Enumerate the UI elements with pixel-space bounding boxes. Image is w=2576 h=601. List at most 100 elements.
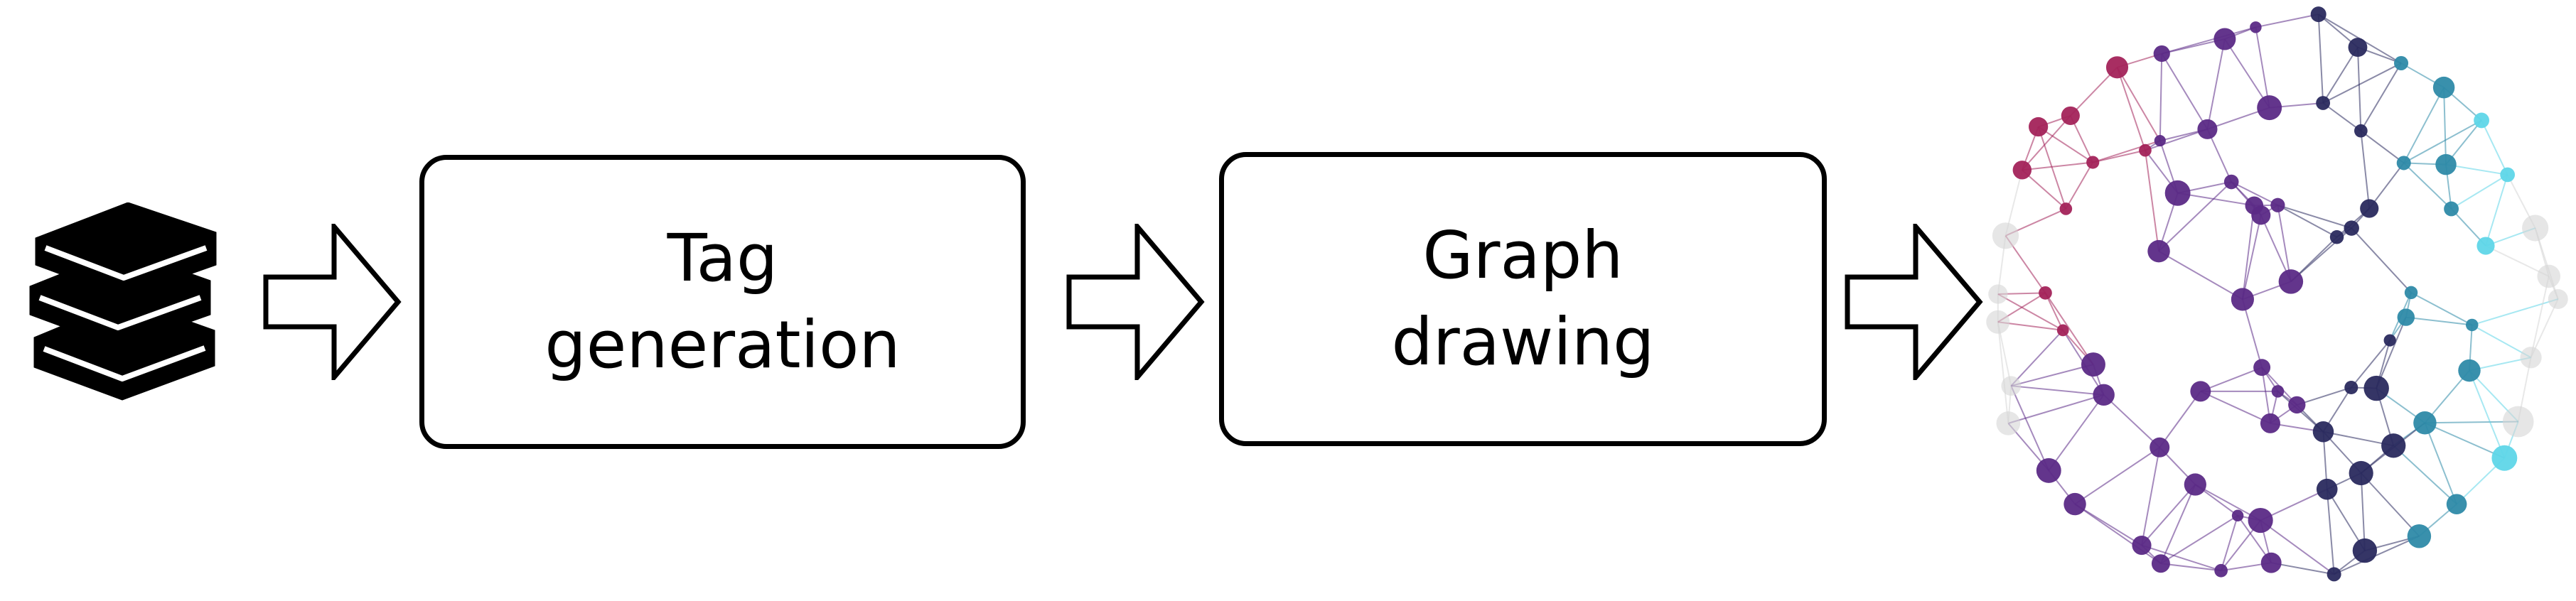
network-edge: [2142, 448, 2159, 546]
network-node: [2458, 359, 2480, 381]
network-edge: [2075, 448, 2159, 504]
network-node: [2214, 564, 2228, 578]
tag-generation-box: Tag generation: [419, 155, 1026, 449]
network-node: [2360, 199, 2378, 217]
network-node: [2250, 21, 2262, 33]
network-node: [2150, 438, 2169, 457]
network-node: [2330, 230, 2344, 244]
network-node: [2397, 156, 2411, 170]
network-node: [2152, 554, 2170, 573]
network-edge: [2411, 293, 2472, 325]
network-node: [2537, 265, 2560, 288]
network-node: [2013, 161, 2032, 179]
network-node: [2057, 324, 2069, 336]
arrow-right-icon: [1066, 224, 1208, 380]
network-edge: [2255, 14, 2318, 27]
network-node: [2061, 107, 2080, 125]
network-node: [2190, 381, 2211, 401]
network-edge: [2393, 445, 2457, 504]
network-edge: [2160, 54, 2162, 141]
network-node: [2029, 117, 2048, 136]
network-edge: [2444, 87, 2446, 164]
network-node: [2522, 215, 2548, 241]
network-edges: [1998, 14, 2558, 574]
network-edge: [2319, 14, 2323, 103]
network-node: [2413, 411, 2436, 434]
network-node: [2060, 202, 2073, 215]
network-edge: [2049, 395, 2103, 471]
network-node: [2260, 413, 2280, 433]
network-edge: [2162, 27, 2255, 53]
network-node: [2248, 508, 2273, 533]
network-edge: [2207, 39, 2224, 129]
network-node: [2232, 510, 2244, 522]
network-node: [2316, 96, 2330, 110]
network-node: [2349, 461, 2373, 485]
network-node: [2444, 202, 2459, 217]
network-node: [2086, 156, 2099, 168]
network-edge: [2159, 391, 2201, 448]
network-node: [2491, 445, 2517, 471]
network-node: [2001, 376, 2021, 396]
network-edge: [2406, 318, 2472, 325]
network-edge: [2481, 120, 2508, 174]
network-node: [2154, 45, 2170, 62]
network-node: [2279, 269, 2304, 294]
network-node: [2231, 288, 2254, 310]
network-edge: [2201, 391, 2270, 423]
network-edge: [2351, 228, 2411, 293]
network-node: [2474, 113, 2489, 129]
network-node: [2398, 308, 2415, 325]
network-node: [2353, 538, 2377, 563]
network-node: [2384, 334, 2396, 346]
network-node: [2184, 473, 2206, 495]
network-node: [2165, 180, 2191, 206]
tag-generation-label: Tag generation: [544, 215, 900, 389]
arrow-right-icon: [263, 224, 405, 380]
network-node: [2139, 144, 2152, 157]
network-edge: [2327, 489, 2334, 575]
network-edge: [2358, 48, 2361, 131]
network-node: [2503, 406, 2534, 438]
network-edge: [2022, 163, 2093, 170]
network-node: [2433, 77, 2454, 98]
network-edge: [2531, 276, 2549, 357]
network-node: [2317, 479, 2338, 500]
network-node: [2257, 95, 2282, 120]
network-node: [2520, 347, 2541, 368]
network-edge: [2361, 131, 2369, 208]
network-node: [2349, 38, 2368, 57]
network-edge: [2011, 364, 2093, 386]
network-node: [2272, 385, 2285, 398]
network-node: [1986, 310, 2009, 334]
network-node: [2261, 553, 2282, 573]
network-edge: [2161, 516, 2238, 563]
network-node: [2064, 493, 2086, 515]
network-graph-icon: [1948, 0, 2576, 598]
network-node: [2132, 536, 2151, 555]
network-node: [2435, 154, 2456, 175]
network-node: [2213, 28, 2236, 50]
network-node: [1988, 284, 2007, 303]
network-node: [2354, 124, 2368, 138]
network-edge: [2104, 395, 2160, 448]
network-node: [2500, 168, 2515, 183]
network-node: [2394, 56, 2408, 70]
network-node: [2270, 198, 2285, 212]
network-node: [2405, 286, 2417, 299]
network-node: [2381, 433, 2405, 457]
graph-drawing-box: Graph drawing: [1219, 152, 1827, 446]
network-edge: [2011, 330, 2063, 386]
network-edge: [2066, 163, 2093, 209]
network-node: [2311, 6, 2327, 22]
network-node: [2106, 56, 2128, 78]
network-node: [2344, 220, 2358, 235]
network-edge: [2361, 131, 2403, 163]
network-edge: [2142, 484, 2195, 545]
network-edge: [2472, 299, 2558, 325]
network-edge: [2361, 473, 2420, 536]
network-node: [2327, 567, 2341, 581]
network-node: [2093, 384, 2114, 406]
network-node: [2363, 376, 2388, 401]
network-node: [1996, 411, 2020, 435]
